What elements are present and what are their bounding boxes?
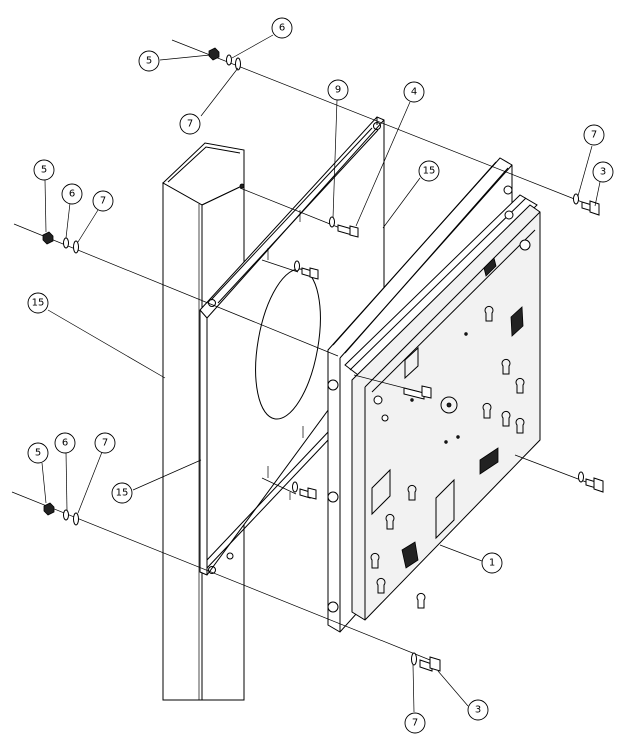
- leader-lines: [41, 34, 601, 713]
- balloon-7-mid: 7: [92, 190, 114, 212]
- balloon-5-top: 5: [138, 50, 160, 72]
- fasteners: [42, 47, 604, 672]
- balloon-3-right: 3: [592, 161, 614, 183]
- balloon-5-mid: 5: [33, 159, 55, 181]
- balloon-3-bottom: 3: [467, 699, 489, 721]
- svg-text:5: 5: [146, 56, 152, 67]
- svg-text:7: 7: [187, 119, 193, 130]
- svg-text:15: 15: [32, 298, 45, 309]
- balloon-6-top: 6: [271, 17, 293, 39]
- svg-text:7: 7: [591, 130, 597, 141]
- svg-text:15: 15: [423, 166, 436, 177]
- svg-text:1: 1: [489, 558, 495, 569]
- balloon-6-mid: 6: [61, 183, 83, 205]
- balloon-5-low: 5: [27, 442, 49, 464]
- svg-text:7: 7: [100, 196, 106, 207]
- balloon-7-top: 7: [179, 113, 201, 135]
- svg-text:6: 6: [279, 23, 285, 34]
- balloon-6-low: 6: [54, 432, 76, 454]
- balloon-7-low: 7: [94, 432, 116, 454]
- svg-text:6: 6: [62, 438, 68, 449]
- svg-text:9: 9: [335, 85, 341, 96]
- balloon-1: 1: [481, 552, 503, 574]
- svg-text:3: 3: [600, 167, 606, 178]
- svg-text:5: 5: [41, 165, 47, 176]
- balloon-7-bottom: 7: [404, 712, 426, 734]
- svg-text:3: 3: [475, 705, 481, 716]
- balloon-callouts: 6 5 7 9 4 15 7 3 5 6 7 15 5 6 7 15 1 7 3: [27, 17, 614, 734]
- svg-text:7: 7: [102, 438, 108, 449]
- balloon-15-left: 15: [27, 292, 49, 314]
- svg-text:15: 15: [116, 488, 129, 499]
- balloon-15-top: 15: [418, 160, 440, 182]
- svg-text:4: 4: [411, 87, 417, 98]
- balloon-9: 9: [327, 79, 349, 101]
- balloon-15-low: 15: [111, 482, 133, 504]
- svg-text:7: 7: [412, 718, 418, 729]
- balloon-4: 4: [403, 81, 425, 103]
- svg-text:5: 5: [35, 448, 41, 459]
- svg-text:6: 6: [69, 189, 75, 200]
- balloon-7-right: 7: [583, 124, 605, 146]
